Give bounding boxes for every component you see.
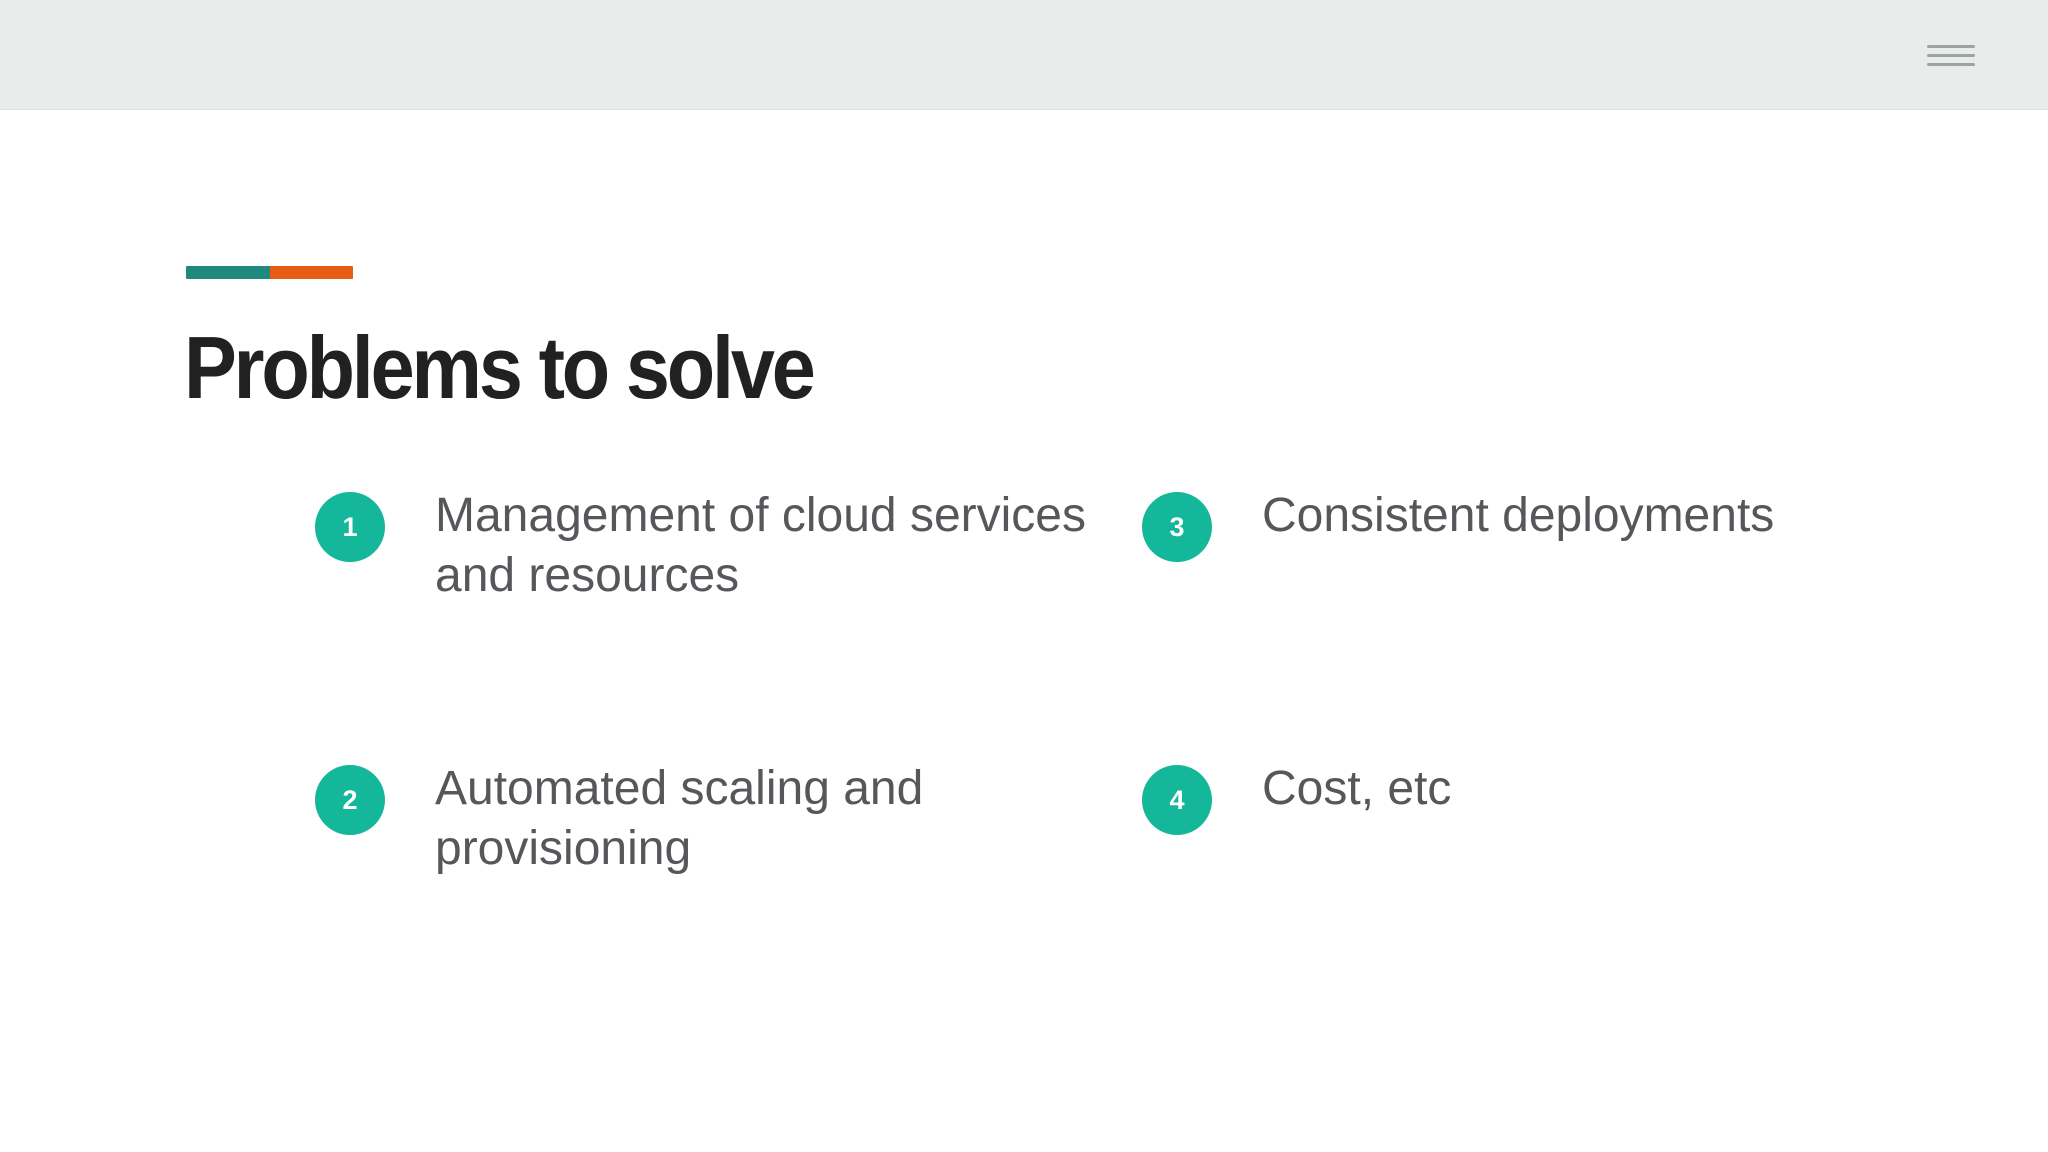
slide-title: Problems to solve <box>184 318 816 417</box>
list-item: 3 Consistent deployments <box>1142 489 1774 562</box>
list-item: 4 Cost, etc <box>1142 762 1451 835</box>
badge-number: 2 <box>342 784 358 815</box>
item-label: Management of cloud services and resourc… <box>435 489 1086 602</box>
list-item: 1 Management of cloud services and resou… <box>315 489 1135 606</box>
number-badge: 3 <box>1142 492 1212 562</box>
badge-number: 1 <box>342 511 358 542</box>
hamburger-menu-icon[interactable] <box>1927 45 1975 66</box>
hamburger-line <box>1927 54 1975 57</box>
badge-number: 4 <box>1169 784 1185 815</box>
item-label: Automated scaling and provisioning <box>435 762 924 875</box>
title-accent-bar <box>186 266 353 279</box>
hamburger-line <box>1927 45 1975 48</box>
accent-teal-segment <box>186 266 270 279</box>
list-item: 2 Automated scaling and provisioning <box>315 762 1135 879</box>
number-badge: 1 <box>315 492 385 562</box>
app-header <box>0 0 2048 110</box>
number-badge: 2 <box>315 765 385 835</box>
badge-number: 3 <box>1169 511 1185 542</box>
item-label: Consistent deployments <box>1262 489 1775 542</box>
hamburger-line <box>1927 63 1975 66</box>
accent-orange-segment <box>269 266 353 279</box>
number-badge: 4 <box>1142 765 1212 835</box>
item-label: Cost, etc <box>1262 762 1452 815</box>
